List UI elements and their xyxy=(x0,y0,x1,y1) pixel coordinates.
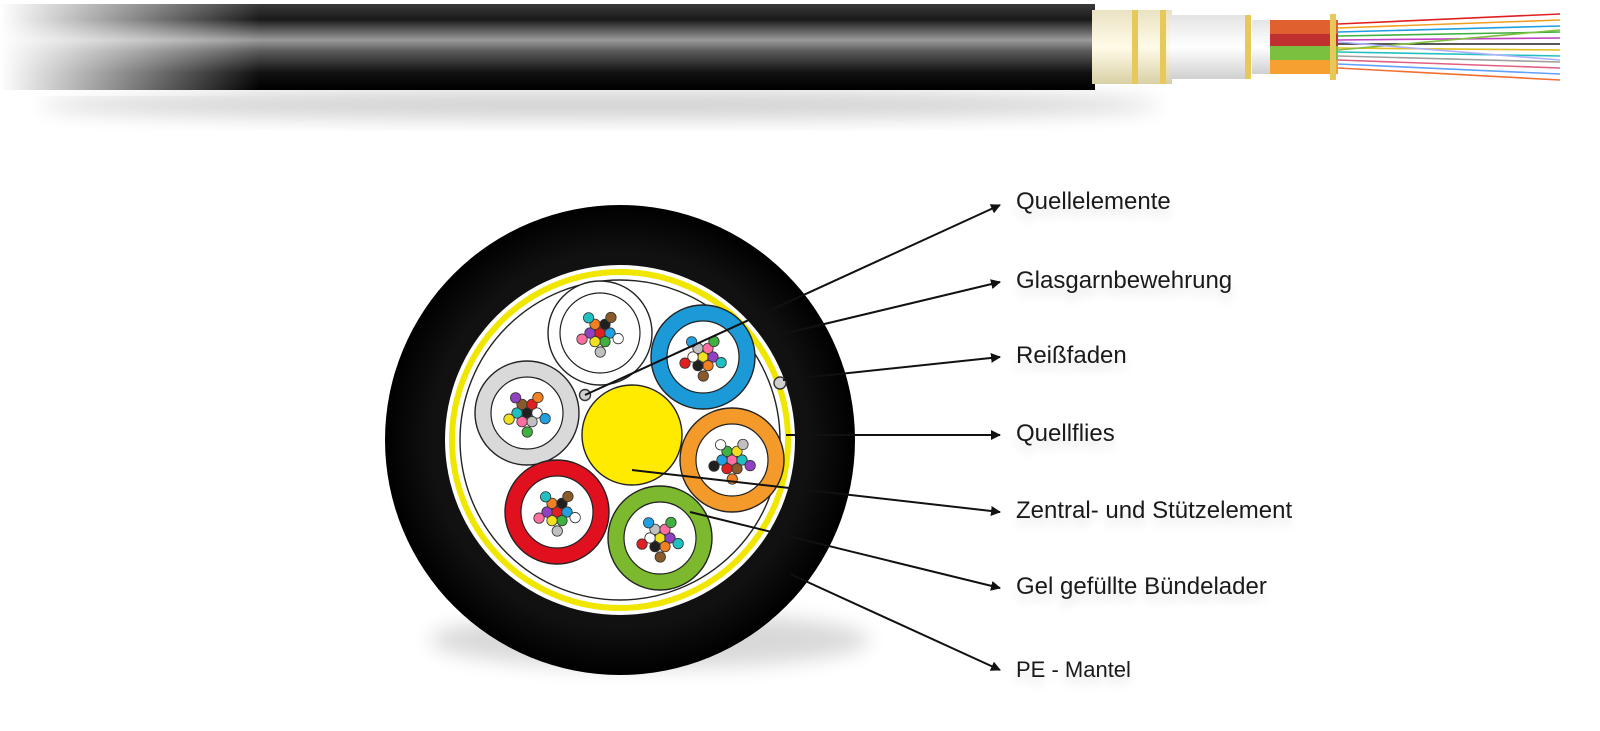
fiber xyxy=(531,407,543,419)
label-mantel: PE - Mantel xyxy=(1016,657,1131,682)
fiber xyxy=(721,463,733,475)
fiber xyxy=(715,357,727,369)
fiber xyxy=(526,416,538,428)
fiber xyxy=(583,312,595,324)
fiber xyxy=(604,327,616,339)
fiber xyxy=(636,538,648,550)
fiber xyxy=(510,392,522,404)
fiber xyxy=(612,333,624,345)
fiber xyxy=(702,360,714,372)
fiber xyxy=(672,538,684,550)
tube-grey xyxy=(474,360,580,466)
label-reissfaden: Reißfaden xyxy=(1016,342,1127,369)
fiber xyxy=(599,336,611,348)
fiber xyxy=(664,532,676,544)
label-glasgarnbewehrung: Glasgarnbewehrung xyxy=(1016,267,1233,294)
fiber xyxy=(716,454,728,466)
fiber-strands xyxy=(1337,13,1561,81)
tube-orange xyxy=(679,407,785,513)
fiber xyxy=(654,551,666,563)
fiber xyxy=(679,357,691,369)
fiber xyxy=(569,512,581,524)
callout-line-buendelader xyxy=(689,511,1001,591)
fiber xyxy=(744,460,756,472)
callout-line-zentralelement xyxy=(631,469,1001,516)
label-buendelader: Gel gefüllte Bündelader xyxy=(1016,573,1267,600)
fiber xyxy=(533,512,545,524)
fiber xyxy=(541,506,553,518)
central-element xyxy=(581,384,683,486)
cable-cross-section xyxy=(385,205,870,675)
fiber xyxy=(659,541,671,553)
fiber xyxy=(708,460,720,472)
tube-blue xyxy=(650,304,756,410)
fiber xyxy=(576,333,588,345)
fiber xyxy=(532,391,544,404)
fiber xyxy=(589,336,601,348)
tube-green xyxy=(607,485,713,591)
fiber xyxy=(644,532,656,544)
callout-line-mantel xyxy=(789,573,1001,671)
fiber xyxy=(605,311,617,324)
fiber xyxy=(687,351,699,363)
fiber xyxy=(521,426,533,438)
fiber xyxy=(594,346,606,358)
label-quellflies: Quellflies xyxy=(1016,420,1115,447)
tube-red xyxy=(504,459,610,565)
fiber xyxy=(692,360,704,372)
fiber xyxy=(556,515,568,527)
fiber xyxy=(649,541,661,553)
cable-side-view xyxy=(0,0,1561,119)
callout-line-reissfaden xyxy=(782,352,1001,381)
label-zentralelement: Zentral- und Stützelement xyxy=(1016,497,1293,524)
fiber xyxy=(715,439,727,451)
fiber xyxy=(540,491,552,503)
fiber xyxy=(511,407,523,419)
fiber xyxy=(516,416,528,428)
label-quellelemente: Quellelemente xyxy=(1016,188,1171,215)
fiber xyxy=(584,327,596,339)
fiber xyxy=(707,351,719,363)
callout-line-glasgarnbewehrung xyxy=(769,279,1001,338)
fiber xyxy=(643,517,655,529)
fiber xyxy=(503,413,515,425)
fiber xyxy=(551,525,563,537)
fiber xyxy=(731,463,743,475)
callout-labels: Quellelemente Glasgarnbewehrung Reißfade… xyxy=(1000,0,1590,726)
fiber xyxy=(665,516,677,529)
fiber xyxy=(546,515,558,527)
callout-line-quellelemente xyxy=(584,204,1001,396)
fiber xyxy=(736,454,748,466)
fiber xyxy=(737,438,749,451)
tube-white xyxy=(547,280,653,386)
fiber xyxy=(539,413,551,425)
fiber xyxy=(561,506,573,518)
callout-lines xyxy=(584,204,1001,671)
ripcord xyxy=(773,376,787,390)
fiber xyxy=(562,490,574,503)
fiber xyxy=(697,370,709,382)
